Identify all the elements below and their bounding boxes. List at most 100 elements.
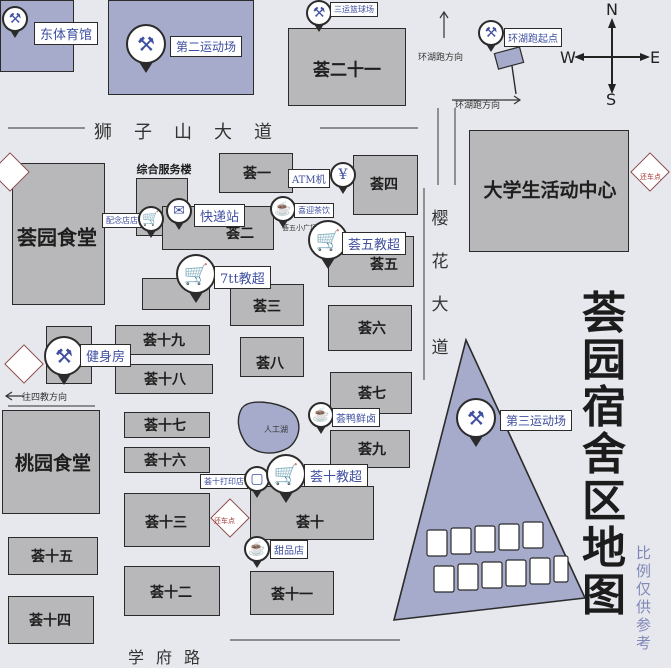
label-h5: 荟五: [370, 257, 398, 273]
compass-w: W: [560, 48, 576, 67]
map-title-char: 地: [582, 523, 626, 574]
building-h13: [124, 493, 210, 547]
label-h4: 荟四: [370, 177, 398, 193]
poi-third-field[interactable]: 第三运动场: [500, 410, 573, 431]
label-h21: 荟二十一: [313, 60, 381, 81]
building-h10: [250, 486, 374, 540]
building-h11: [250, 571, 334, 615]
building-huiyuan-shitang: [12, 163, 105, 305]
building-h9: [330, 430, 410, 468]
rental-label: 还车点: [640, 173, 661, 181]
label-h18: 荟十八: [144, 372, 186, 388]
road-yinghua: 樱花大道: [431, 209, 449, 358]
building-h17: [124, 412, 210, 438]
print-icon[interactable]: ▢: [244, 466, 270, 498]
building-taoyuan-shitang: [2, 410, 100, 514]
poi-print-shop[interactable]: 荟十打印店: [200, 474, 248, 489]
scale-note-char: 考: [636, 634, 652, 652]
dumbbell-icon[interactable]: ⚒: [126, 24, 166, 73]
dumbbell-icon[interactable]: ⚒: [478, 20, 504, 52]
label-h10: 荟十: [296, 515, 324, 531]
building-h8: [240, 337, 304, 377]
building-h16: [124, 447, 210, 473]
poi-hupao-start[interactable]: 环湖跑起点: [504, 28, 562, 47]
poi-second-field[interactable]: 第二运动场: [170, 36, 243, 57]
dumbbell-icon[interactable]: ⚒: [456, 398, 496, 447]
cart-icon[interactable]: 🛒: [138, 206, 164, 238]
note-rengonghu: 人工湖: [264, 425, 288, 434]
note-hupao-2: 环湖跑方向: [455, 101, 501, 111]
label-h13: 荟十三: [145, 515, 187, 531]
poi-express[interactable]: 快递站: [194, 204, 246, 227]
poi-supermarket-5[interactable]: 荟五教超: [342, 232, 407, 255]
note-hupao-1: 环湖跑方向: [418, 53, 464, 63]
label-h11: 荟十一: [271, 587, 313, 603]
poi-phone-shop[interactable]: 荟五小广场: [282, 224, 317, 232]
map-title-char: 图: [582, 570, 626, 621]
map-title-char: 舍: [582, 429, 626, 480]
building-h15: [8, 537, 98, 575]
building-h12: [124, 566, 220, 616]
road-shizishan: 狮子山大道: [94, 122, 294, 143]
map-title-char: 园: [582, 335, 626, 386]
poi-supermarket-7tt[interactable]: 7tt教超: [214, 266, 271, 289]
cart-icon[interactable]: 🛒: [266, 454, 306, 503]
dumbbell-icon[interactable]: ⚒: [306, 0, 332, 32]
dumbbell-icon[interactable]: ⚒: [2, 6, 28, 38]
poi-dongtiyuguan[interactable]: 东体育馆: [34, 22, 99, 45]
building-h14: [8, 596, 94, 644]
poi-tea[interactable]: 喜迎茶饮: [294, 203, 334, 218]
compass-s: S: [606, 90, 617, 109]
label-zonghe: 综合服务楼: [136, 163, 192, 176]
scale-note-char: 比: [636, 544, 652, 562]
poi-peiqian[interactable]: 配念店店: [102, 213, 142, 228]
dumbbell-icon[interactable]: ⚒: [44, 336, 84, 385]
label-h19: 荟十九: [143, 333, 185, 349]
label-huiyuan-shitang: 荟园食堂: [17, 225, 97, 250]
scale-note-char: 例: [636, 562, 652, 580]
building-h18: [115, 364, 213, 394]
compass-e: E: [650, 48, 661, 67]
compass-n: N: [606, 0, 618, 19]
label-h3: 荟三: [253, 299, 281, 315]
building-h21: [288, 28, 406, 106]
label-h9: 荟九: [358, 442, 386, 458]
label-h8: 荟八: [256, 356, 284, 372]
building-h19: [115, 325, 210, 355]
building-h3: [230, 284, 304, 326]
poi-gym[interactable]: 健身房: [80, 344, 132, 367]
scale-note-char: 仅: [636, 580, 652, 598]
map-title-char: 宿: [582, 382, 626, 433]
poi-third-court[interactable]: 三运篮球场: [330, 2, 378, 17]
poi-atm[interactable]: ATM机: [288, 169, 330, 188]
cart-icon[interactable]: 🛒: [176, 254, 216, 303]
mail-icon[interactable]: ✉: [166, 198, 192, 230]
label-h16: 荟十六: [144, 453, 186, 469]
label-daxuesheng: 大学生活动中心: [483, 179, 617, 202]
poi-supermarket-10[interactable]: 荟十教超: [304, 464, 369, 487]
cup-icon[interactable]: ☕: [244, 536, 270, 568]
cup-icon[interactable]: ☕: [308, 402, 334, 434]
label-h12: 荟十二: [150, 585, 192, 601]
label-h1: 荟一: [243, 166, 271, 182]
label-h2: 荟二: [226, 226, 254, 242]
label-h7: 荟七: [358, 386, 386, 402]
poi-fresh[interactable]: 荟鸭鲜卤: [332, 408, 380, 427]
label-h15: 荟十五: [31, 549, 73, 565]
atm-icon[interactable]: ¥: [330, 162, 356, 194]
poi-drink[interactable]: 甜品店: [270, 540, 308, 559]
label-h17: 荟十七: [144, 418, 186, 434]
building-h4: [353, 155, 418, 215]
building-daxuesheng: [469, 130, 629, 252]
label-taoyuan-shitang: 桃园食堂: [14, 452, 92, 475]
rental-label: 还车点: [214, 517, 235, 525]
building-h6: [328, 305, 412, 351]
label-h14: 荟十四: [29, 613, 71, 629]
building-h1: [219, 153, 293, 193]
scale-note-char: 供: [636, 598, 652, 616]
cup-icon[interactable]: ☕: [270, 196, 296, 228]
map-title-char: 荟: [582, 288, 626, 339]
map-title-char: 区: [582, 476, 626, 527]
